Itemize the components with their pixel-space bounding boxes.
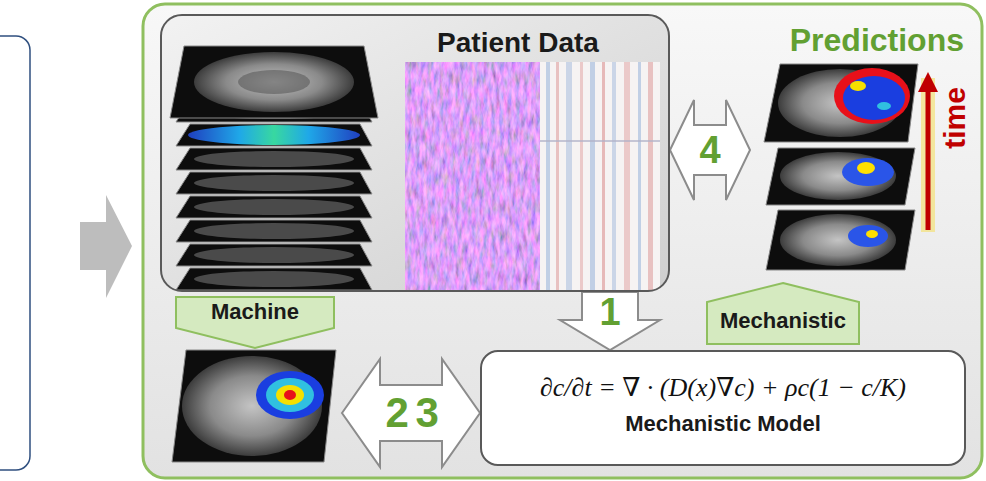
mri-stack-part: [194, 271, 354, 287]
fat-arrow: [342, 359, 480, 467]
machine-prediction-slice-part: [172, 350, 336, 462]
expression-heatmap: [540, 62, 660, 290]
mri-stack-part: [194, 199, 354, 215]
expression-heatmap-part: [638, 62, 641, 290]
prediction-slices-part: [866, 230, 878, 238]
mri-stack-part: [188, 125, 360, 145]
side-panel: [0, 36, 30, 470]
prediction-slices-part: [850, 81, 866, 91]
time-arrow: [918, 72, 938, 232]
arrow-label: Mechanistic: [720, 308, 846, 334]
mri-stack-part: [176, 172, 372, 194]
expression-heatmap-part: [556, 62, 559, 290]
fat-arrow: [560, 292, 660, 350]
equation: ∂c/∂t = ∇ · (D(x)∇c) + ρc(1 − c/K): [540, 372, 906, 403]
time-arrow-part: [918, 72, 938, 92]
arrow-outline: [176, 297, 334, 348]
expression-heatmap-part: [602, 62, 605, 290]
prediction-slices-part: [877, 102, 891, 110]
machine-prediction-slice-part: [276, 385, 304, 405]
prediction-slices-part: [857, 162, 875, 174]
arrow-label: Machine: [211, 299, 299, 325]
prediction-slices-part: [843, 76, 905, 120]
flow-arrow: [80, 195, 132, 298]
histology-image: [405, 62, 540, 290]
step-number: 2: [383, 392, 412, 434]
mri-stack-part: [176, 196, 372, 218]
box-title: Mechanistic Model: [625, 411, 821, 437]
prediction-slices: [764, 64, 918, 270]
panel-title: Predictions: [790, 22, 964, 59]
data-panel-fill: [161, 15, 669, 291]
mri-stack-part: [194, 247, 354, 263]
model-box: ∂c/∂t = ∇ · (D(x)∇c) + ρc(1 − c/K) Mechan…: [480, 350, 966, 466]
machine-arrow: Machine: [168, 296, 342, 466]
prediction-slices-part: [842, 158, 894, 186]
prediction-slices-part: [766, 148, 915, 205]
prediction-slices-part: [764, 64, 918, 142]
prediction-slices-part: [766, 210, 915, 270]
step-number: 1: [597, 293, 624, 331]
expression-heatmap-part: [546, 62, 550, 290]
histology-image-part: [405, 62, 540, 290]
step-number: 3: [413, 392, 442, 434]
machine-prediction-slice: [172, 350, 336, 462]
time-arrow-part: [921, 78, 935, 232]
panel-title: Patient Data: [437, 26, 599, 60]
expression-heatmap-part: [580, 62, 583, 290]
mri-stack-part: [194, 175, 354, 191]
mri-stack-part: [194, 151, 354, 167]
mri-stack-part: [194, 223, 354, 239]
expression-heatmap-part: [540, 62, 660, 290]
expression-heatmap-part: [624, 62, 630, 290]
prediction-slices-part: [848, 225, 888, 247]
machine-prediction-slice-part: [256, 371, 324, 419]
prediction-slices-part: [780, 152, 896, 200]
axis-label: time: [940, 87, 970, 149]
mri-stack-part: [170, 46, 378, 118]
data-panel: Patient Data: [160, 14, 670, 292]
mri-stack-part: [176, 124, 372, 146]
mri-stack-part: [176, 268, 372, 290]
step-number: 4: [697, 131, 724, 169]
machine-prediction-slice-part: [266, 378, 314, 412]
expression-heatmap-part: [648, 62, 653, 290]
histology-image-part: [405, 62, 540, 290]
expression-heatmap-part: [590, 62, 595, 290]
machine-prediction-slice-part: [182, 356, 322, 456]
arrow-outline: [707, 283, 859, 344]
expression-heatmap-part: [540, 140, 660, 142]
mri-stack-part: [194, 52, 354, 112]
expression-heatmap-part: [566, 62, 572, 290]
machine-prediction-slice-part: [284, 390, 296, 400]
framework-panel: [143, 4, 982, 478]
fat-arrow: [670, 100, 750, 200]
mri-stack-part: [176, 148, 372, 170]
mechanistic-arrow: Mechanistic: [705, 282, 861, 345]
mri-stack-part: [176, 220, 372, 242]
prediction-stack: Predictions: [750, 18, 978, 280]
mri-stack-part: [176, 244, 372, 266]
prediction-slices-part: [834, 68, 910, 124]
expression-heatmap-part: [612, 62, 616, 290]
prediction-slices-part: [780, 214, 896, 266]
mri-stack-part: [238, 70, 310, 94]
mri-stack: [170, 46, 378, 290]
time-arrow-part: [926, 90, 931, 230]
